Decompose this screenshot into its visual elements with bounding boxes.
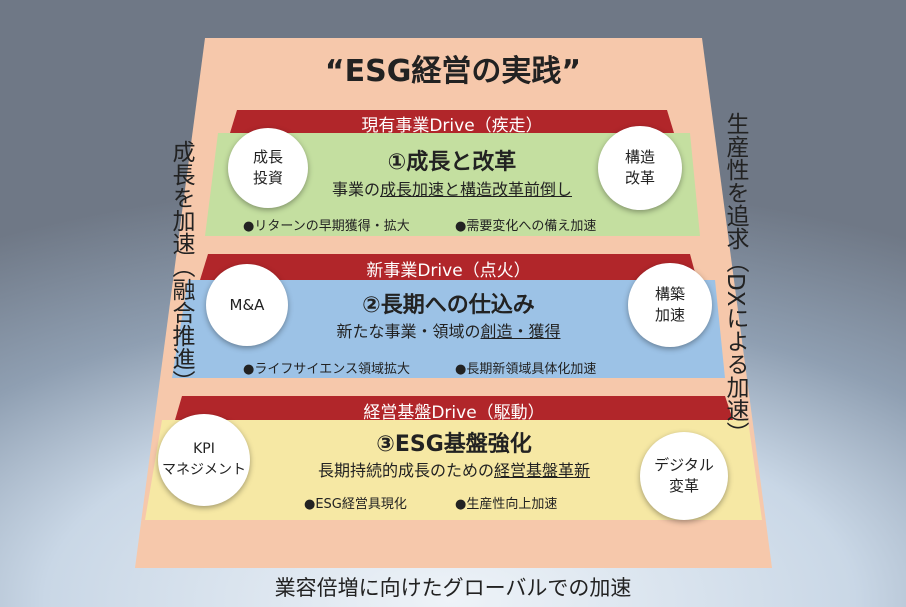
tier3-band-label: 経営基盤Drive（駆動） (363, 403, 545, 423)
diagram-title: “ESG経営の実践” (324, 54, 582, 89)
tier2-body (172, 280, 725, 378)
left-side-label: 成長を加速（融合推進） (168, 140, 194, 393)
tier1-right-circle: 構造 改革 (598, 126, 682, 210)
tier3-left-circle: KPI マネジメント (158, 414, 250, 506)
tier2-band-label: 新事業Drive（点火） (366, 261, 531, 281)
tier1-band-label: 現有事業Drive（疾走） (361, 116, 543, 136)
tier1-bullet: ●リターンの早期獲得・拡大 (243, 219, 410, 234)
sub-underlined: 成長加速と構造改革前倒し (380, 180, 573, 199)
sub-plain: 長期持続的成長のための (317, 461, 494, 480)
tier1-band (230, 110, 674, 133)
tier2-bullet: ●ライフサイエンス領域拡大 (243, 362, 410, 377)
tier1-heading: ①成長と改革 (387, 150, 517, 175)
tier1-subtitle: 事業の成長加速と構造改革前倒し (230, 176, 674, 200)
tier1-left-circle: 成長 投資 (228, 128, 308, 208)
tier1-bullet: ●需要変化への備え加速 (455, 219, 597, 234)
tier3-subtitle: 長期持続的成長のための経営基盤革新 (175, 457, 733, 481)
tier3-right-circle: デジタル 変革 (640, 432, 728, 520)
right-side-label: 生産性を追求（DXによる加速） (722, 112, 748, 445)
sub-underlined: 創造・獲得 (480, 322, 561, 341)
tier3-band (175, 396, 733, 420)
bottom-label: 業容倍増に向けたグローバルでの加速 (274, 576, 632, 600)
sub-plain: 事業の (331, 180, 380, 199)
tier2-heading: ②長期への仕込み (362, 293, 535, 318)
tier3-heading: ③ESG基盤強化 (376, 432, 532, 457)
sub-underlined: 経営基盤革新 (494, 461, 591, 480)
tier2-bullet: ●長期新領域具体化加速 (455, 362, 597, 377)
tier3-bullet: ●生産性向上加速 (455, 497, 558, 512)
sub-plain: 新たな事業・領域の (336, 322, 481, 341)
tier1-body (205, 133, 700, 236)
tier2-left-circle: M&A (206, 264, 288, 346)
tier2-subtitle: 新たな事業・領域の創造・獲得 (200, 318, 697, 342)
tier2-right-circle: 構築 加速 (628, 263, 712, 347)
tier2-band (200, 254, 697, 280)
tier3-body (145, 420, 762, 520)
tier3-bullet: ●ESG経営具現化 (304, 497, 407, 512)
